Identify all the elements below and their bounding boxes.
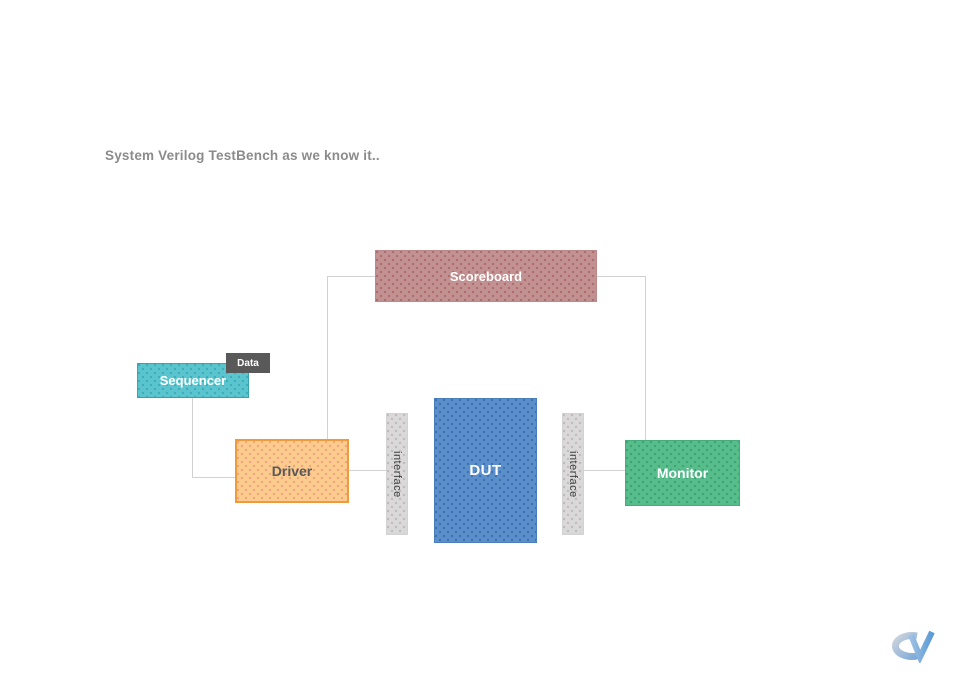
interface-right-block: interface	[562, 413, 584, 535]
connector-interface-monitor	[584, 470, 625, 471]
slide-title: System Verilog TestBench as we know it..	[105, 148, 380, 163]
connector-sequencer-driver-horizontal	[192, 477, 235, 478]
connector-scoreboard-driver-horizontal	[327, 276, 376, 277]
connector-scoreboard-monitor-horizontal	[597, 276, 646, 277]
sequencer-label: Sequencer	[159, 373, 227, 388]
data-tag: Data	[226, 353, 270, 373]
scoreboard-block: Scoreboard	[375, 250, 597, 302]
interface-left-block: interface	[386, 413, 408, 535]
interface-right-label: interface	[567, 450, 579, 498]
connector-scoreboard-monitor-vertical	[645, 276, 646, 440]
driver-block: Driver	[235, 439, 349, 503]
connector-sequencer-driver-vertical	[192, 398, 193, 478]
connector-scoreboard-driver-vertical	[327, 276, 328, 439]
dut-block: DUT	[434, 398, 537, 543]
monitor-block: Monitor	[625, 440, 740, 506]
interface-left-label: interface	[391, 450, 403, 498]
monitor-label: Monitor	[656, 465, 709, 481]
data-tag-label: Data	[237, 357, 259, 369]
connector-driver-interface	[349, 470, 386, 471]
dut-label: DUT	[469, 462, 502, 479]
cv-logo-icon	[877, 628, 935, 665]
driver-label: Driver	[271, 463, 313, 479]
scoreboard-label: Scoreboard	[449, 268, 523, 284]
